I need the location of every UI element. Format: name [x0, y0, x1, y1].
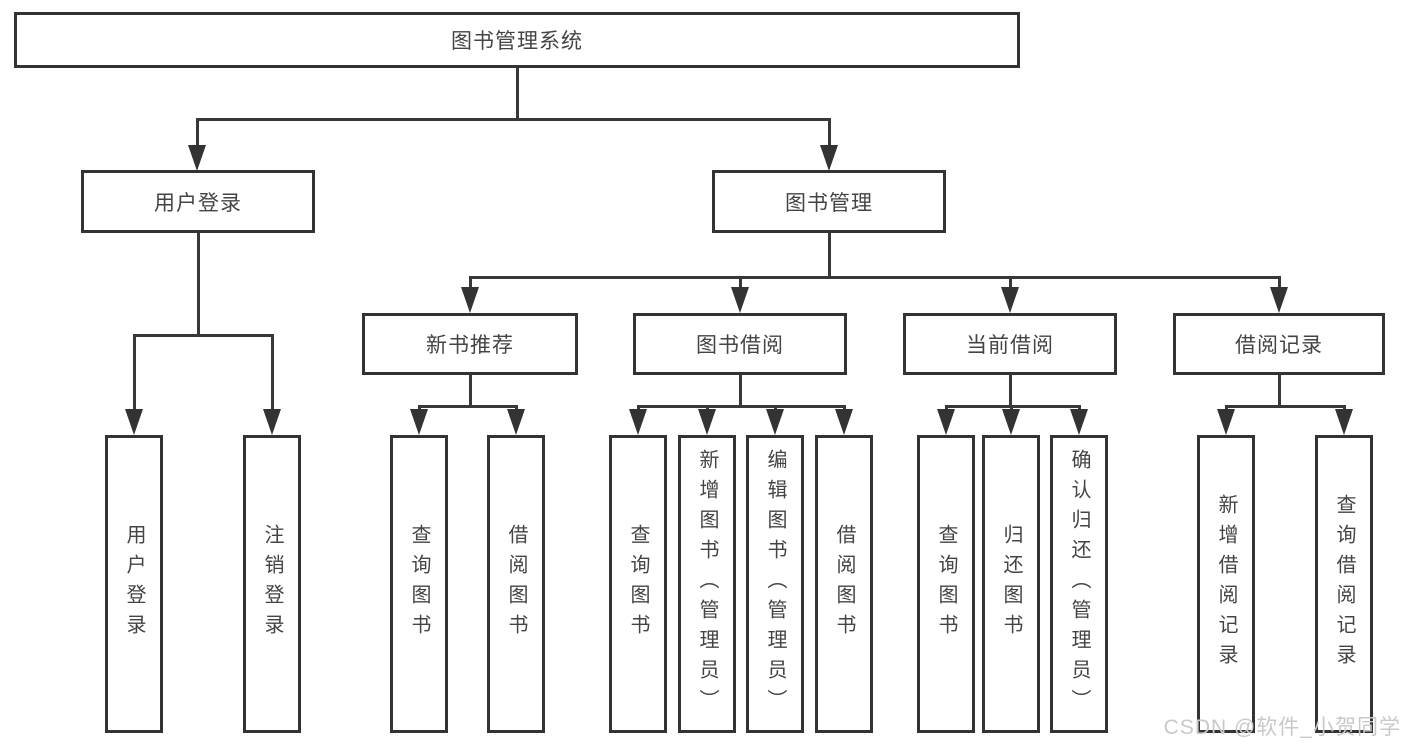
arrow-down-icon — [937, 409, 955, 435]
leaf-label: 借阅图书 — [505, 524, 527, 644]
leaf-label: 注销登录 — [261, 524, 283, 644]
line — [196, 118, 199, 148]
leaf-label: 借阅图书 — [833, 524, 855, 644]
leaf-label: 查询图书 — [408, 524, 430, 644]
line — [418, 405, 518, 408]
leaf-add-borrow-record: 新增借阅记录 — [1197, 435, 1255, 733]
arrow-down-icon — [188, 145, 206, 171]
line — [739, 276, 742, 290]
leaf-label: 新增图书（管理员） — [696, 449, 718, 719]
arrow-down-icon — [1217, 409, 1235, 435]
node-label: 新书推荐 — [426, 334, 514, 357]
line — [469, 276, 1281, 279]
line — [637, 405, 846, 408]
arrow-down-icon — [125, 409, 143, 435]
line — [828, 118, 831, 148]
arrow-down-icon — [263, 409, 281, 435]
node-book-management: 图书管理 — [712, 170, 946, 233]
leaf-edit-books-admin: 编辑图书（管理员） — [746, 435, 804, 733]
arrow-down-icon — [1070, 409, 1088, 435]
line — [516, 68, 519, 119]
node-label: 图书管理系统 — [451, 30, 583, 53]
leaf-label: 归还图书 — [1000, 524, 1022, 644]
arrow-down-icon — [410, 409, 428, 435]
watermark: CSDN @软件_小贺同学 — [1163, 716, 1401, 739]
arrow-down-icon — [507, 409, 525, 435]
leaf-label: 编辑图书（管理员） — [764, 449, 786, 719]
arrow-down-icon — [1001, 287, 1019, 313]
line — [469, 375, 472, 407]
node-user-login: 用户登录 — [81, 170, 315, 233]
leaf-borrow-books-recommend: 借阅图书 — [487, 435, 545, 733]
node-book-borrowing: 图书借阅 — [633, 313, 847, 375]
arrow-down-icon — [835, 409, 853, 435]
arrow-down-icon — [1002, 409, 1020, 435]
node-label: 借阅记录 — [1235, 334, 1323, 357]
leaf-query-books-recommend: 查询图书 — [390, 435, 448, 733]
leaf-label: 用户登录 — [123, 524, 145, 644]
leaf-return-books: 归还图书 — [982, 435, 1040, 733]
leaf-query-borrow-record: 查询借阅记录 — [1315, 435, 1373, 733]
line — [1225, 405, 1346, 408]
arrow-down-icon — [461, 287, 479, 313]
line — [828, 233, 831, 278]
leaf-confirm-return-admin: 确认归还（管理员） — [1050, 435, 1108, 733]
leaf-label: 查询借阅记录 — [1333, 494, 1355, 674]
line — [739, 375, 742, 407]
line — [271, 334, 274, 411]
leaf-query-books-current: 查询图书 — [917, 435, 975, 733]
line — [196, 118, 831, 121]
line — [1009, 375, 1012, 407]
arrow-down-icon — [1335, 409, 1353, 435]
line — [133, 334, 274, 337]
node-library-system: 图书管理系统 — [14, 12, 1020, 68]
line — [1009, 276, 1012, 290]
leaf-label: 查询图书 — [935, 524, 957, 644]
node-borrowing-records: 借阅记录 — [1173, 313, 1385, 375]
leaf-label: 新增借阅记录 — [1215, 494, 1237, 674]
leaf-user-login: 用户登录 — [105, 435, 163, 733]
node-label: 用户登录 — [154, 191, 242, 215]
leaf-label: 确认归还（管理员） — [1068, 449, 1090, 719]
arrow-down-icon — [698, 409, 716, 435]
leaf-query-books-borrowing: 查询图书 — [609, 435, 667, 733]
leaf-label: 查询图书 — [627, 524, 649, 644]
node-current-borrowing: 当前借阅 — [903, 313, 1117, 375]
node-label: 图书管理 — [785, 191, 873, 215]
line — [1278, 375, 1281, 407]
line — [1278, 276, 1281, 290]
leaf-add-books-admin: 新增图书（管理员） — [678, 435, 736, 733]
arrow-down-icon — [766, 409, 784, 435]
arrow-down-icon — [731, 287, 749, 313]
line — [469, 276, 472, 290]
arrow-down-icon — [820, 145, 838, 171]
arrow-down-icon — [629, 409, 647, 435]
leaf-logout: 注销登录 — [243, 435, 301, 733]
arrow-down-icon — [1270, 287, 1288, 313]
line — [945, 405, 1081, 408]
node-label: 图书借阅 — [696, 334, 784, 357]
line — [133, 334, 136, 411]
leaf-borrow-books-borrowing: 借阅图书 — [815, 435, 873, 733]
line — [197, 233, 200, 336]
node-label: 当前借阅 — [966, 334, 1054, 357]
node-new-book-recommend: 新书推荐 — [362, 313, 578, 375]
